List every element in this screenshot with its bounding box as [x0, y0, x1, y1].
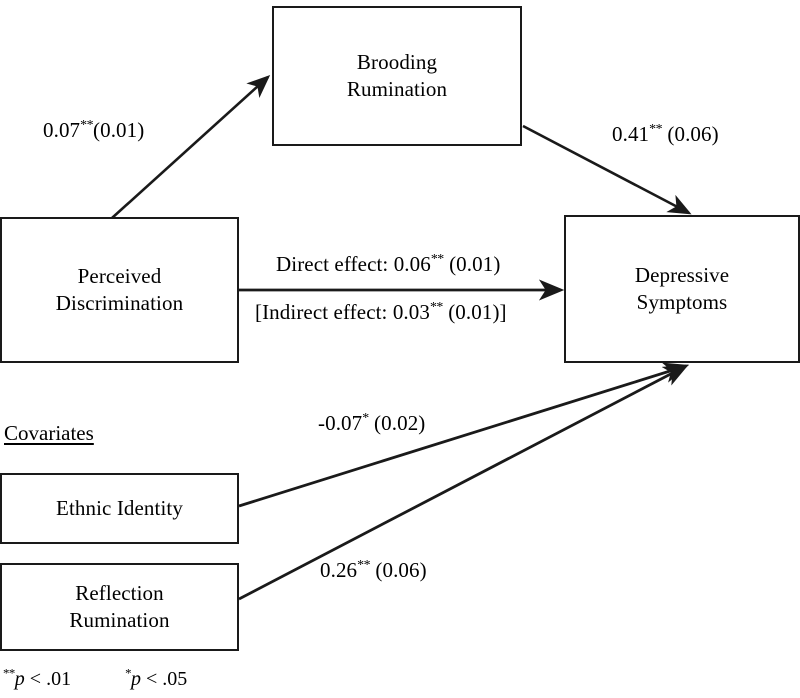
- node-reflection-rumination-line-2: Rumination: [69, 608, 170, 632]
- direct-effect-standard-error: (0.01): [449, 252, 501, 276]
- arrow-a-path: [111, 75, 271, 219]
- node-perceived-discrimination-line-2: Discrimination: [55, 291, 184, 315]
- node-perceived-discrimination-line-1: Perceived: [77, 263, 162, 288]
- path-a-significance-stars: **: [80, 117, 94, 132]
- legend-stars-p05: *: [125, 666, 131, 681]
- node-reflection-rumination[interactable]: Reflection Rumination: [0, 563, 239, 651]
- path-b-coefficient: 0.41: [612, 122, 650, 146]
- ethnic-identity-significance-stars: *: [362, 410, 369, 425]
- path-a-standard-error: (0.01): [93, 118, 145, 142]
- path-a-coefficient: 0.07: [43, 118, 81, 142]
- legend-stars-p01: **: [3, 666, 15, 681]
- legend-p-italic-1: p: [14, 668, 25, 690]
- node-perceived-discrimination[interactable]: Perceived Discrimination: [0, 217, 239, 363]
- node-depressive-symptoms[interactable]: Depressive Symptoms: [564, 215, 800, 363]
- direct-effect-significance-stars: **: [430, 251, 444, 266]
- legend-p-italic-2: p: [130, 668, 141, 690]
- indirect-effect-significance-stars: **: [429, 299, 443, 314]
- node-ethnic-identity-line-1: Ethnic Identity: [56, 495, 183, 520]
- path-b-significance-stars: **: [649, 121, 663, 136]
- ethnic-identity-standard-error: (0.02): [374, 411, 426, 435]
- legend-text-p05: < .05: [140, 668, 188, 690]
- node-ethnic-identity[interactable]: Ethnic Identity: [0, 473, 239, 544]
- arrow-ethnic-identity-path: [238, 362, 690, 508]
- reflection-rumination-coefficient: 0.26: [320, 558, 358, 582]
- node-depressive-symptoms-line-1: Depressive: [634, 262, 730, 287]
- node-brooding-rumination-line-1: Brooding: [356, 49, 438, 74]
- path-label-a-path: 0.07**(0.01): [43, 118, 144, 143]
- direct-effect-text: Direct effect: 0.06: [276, 252, 431, 276]
- arrow-reflection-rumination-path: [238, 364, 689, 601]
- legend-text-p01: < .01: [24, 668, 72, 690]
- path-label-b-path: 0.41** (0.06): [612, 122, 719, 147]
- reflection-rumination-standard-error: (0.06): [375, 558, 427, 582]
- node-brooding-rumination[interactable]: Brooding Rumination: [272, 6, 522, 146]
- ethnic-identity-coefficient: -0.07: [318, 411, 363, 435]
- indirect-effect-standard-error: (0.01)]: [448, 300, 507, 324]
- path-label-direct-effect: Direct effect: 0.06** (0.01): [276, 252, 500, 277]
- covariates-heading: Covariates: [4, 421, 94, 445]
- path-label-indirect-effect: [Indirect effect: 0.03** (0.01)]: [255, 300, 507, 325]
- node-reflection-rumination-line-1: Reflection: [75, 580, 164, 605]
- node-brooding-rumination-line-2: Rumination: [346, 77, 448, 101]
- indirect-effect-text: [Indirect effect: 0.03: [255, 300, 430, 324]
- path-label-reflection-rumination-path: 0.26** (0.06): [320, 558, 427, 583]
- node-depressive-symptoms-line-2: Symptoms: [636, 290, 728, 314]
- path-label-ethnic-identity-path: -0.07* (0.02): [318, 411, 425, 436]
- reflection-rumination-significance-stars: **: [357, 557, 371, 572]
- significance-legend: **p < .01*p < .05: [3, 666, 188, 691]
- path-b-standard-error: (0.06): [667, 122, 719, 146]
